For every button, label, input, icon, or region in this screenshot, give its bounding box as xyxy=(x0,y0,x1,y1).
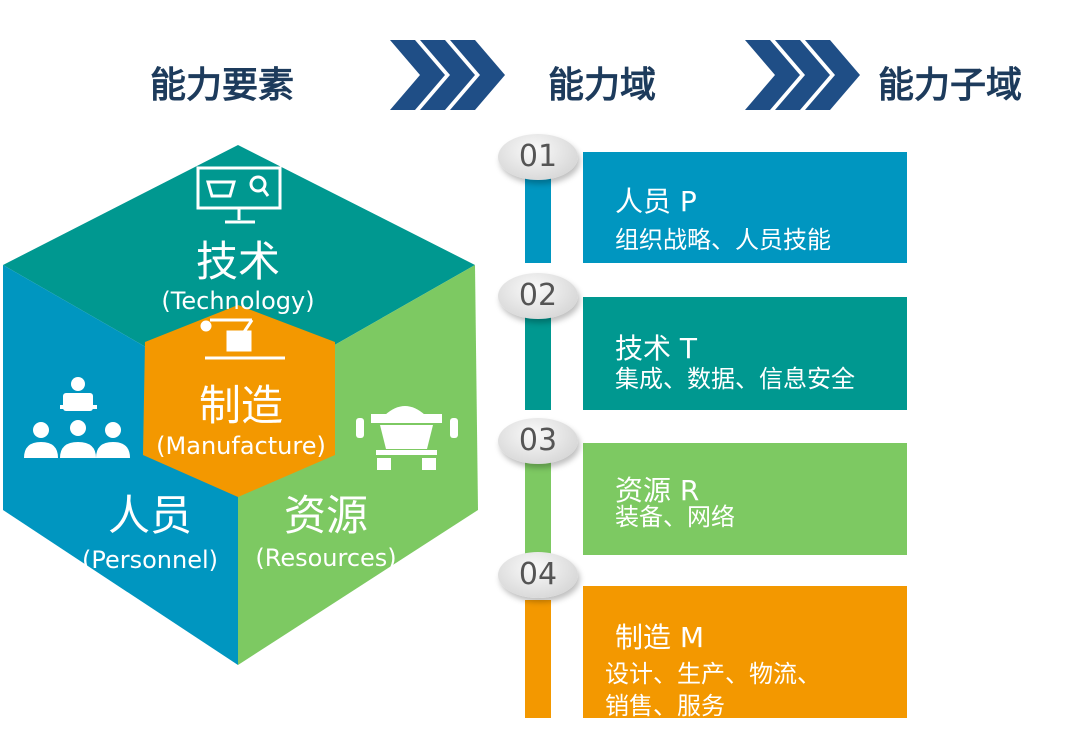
domain-title: 制造 M xyxy=(615,621,705,654)
resources-en-label: (Resources) xyxy=(255,544,397,572)
personnel-en-label: (Personnel) xyxy=(81,546,219,574)
personnel-label: 人员 xyxy=(107,491,193,540)
number-badge: 03 xyxy=(498,418,578,464)
number-badge: 02 xyxy=(498,273,578,319)
domain-box-resources: 资源 R 装备、网络 xyxy=(583,443,907,555)
domain-title: 技术 T xyxy=(615,332,698,365)
domain-box-personnel: 人员 P 组织战略、人员技能 xyxy=(583,152,907,263)
personnel-face xyxy=(3,265,238,665)
header-domains: 能力域 xyxy=(548,65,657,106)
domain-desc: 集成、数据、信息安全 xyxy=(615,365,855,393)
header-elements: 能力要素 xyxy=(150,65,295,106)
domain-bar xyxy=(525,460,551,555)
chevron-arrow-icon xyxy=(390,40,505,110)
presenter-audience-icon xyxy=(24,377,130,458)
manufacture-label: 制造 xyxy=(198,381,284,430)
technology-en-label: (Technology) xyxy=(161,287,315,315)
header-subdomains: 能力子域 xyxy=(878,65,1023,106)
technology-label: 技术 xyxy=(195,237,281,286)
domain-bar xyxy=(525,315,551,410)
domain-desc: 装备、网络 xyxy=(615,503,735,531)
domain-bar xyxy=(525,170,551,263)
robot-icon xyxy=(356,406,458,470)
domain-bar xyxy=(525,600,551,718)
resources-face xyxy=(238,265,478,665)
domain-desc: 组织战略、人员技能 xyxy=(615,226,831,254)
domain-title: 资源 R xyxy=(615,474,700,507)
manufacture-hexagon xyxy=(143,305,335,497)
number-badge: 01 xyxy=(498,134,578,180)
chevron-arrow-icon xyxy=(745,40,860,110)
domain-box-manufacture: 制造 M 设计、生产、物流、 销售、服务 xyxy=(583,586,907,720)
domain-desc: 销售、服务 xyxy=(605,692,725,720)
manufacture-en-label: (Manufacture) xyxy=(156,432,326,460)
number-badge: 04 xyxy=(498,552,578,598)
domain-title: 人员 P xyxy=(615,185,697,218)
computer-search-icon xyxy=(196,166,282,224)
resources-label: 资源 xyxy=(283,491,369,540)
domain-box-technology: 技术 T 集成、数据、信息安全 xyxy=(583,297,907,410)
technology-face xyxy=(3,145,475,400)
domain-desc: 设计、生产、物流、 xyxy=(605,660,821,688)
robot-arm-icon xyxy=(200,318,285,360)
